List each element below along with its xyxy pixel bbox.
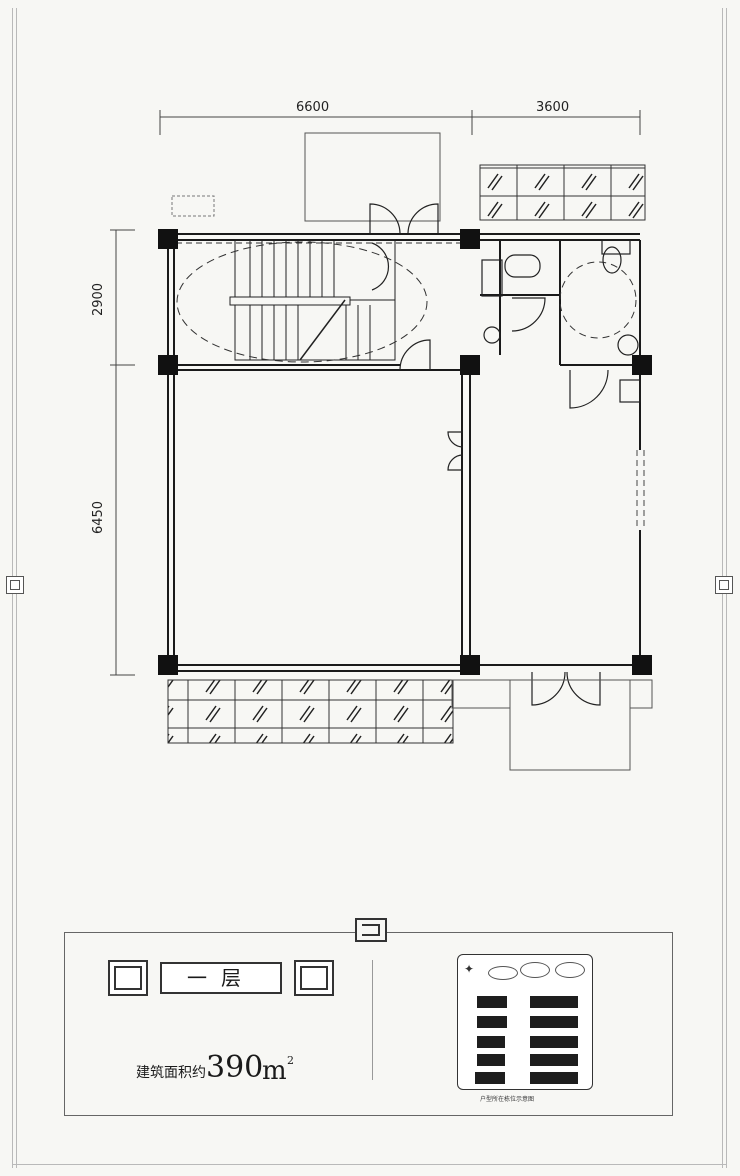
key-map-building <box>530 1072 578 1084</box>
key-map-building <box>530 1036 578 1048</box>
key-map-building <box>475 1072 505 1084</box>
floor-plan <box>110 110 653 771</box>
key-map-building <box>477 996 507 1008</box>
legend-divider <box>372 960 373 1080</box>
fret-ornament-icon <box>108 960 148 996</box>
stair-clearance-oval <box>176 241 428 363</box>
dimension-label-left-upper: 2900 <box>91 282 107 317</box>
key-map-caption: 户型所在栋位示意图 <box>480 1096 535 1103</box>
compass-star-icon: ✦ <box>464 962 475 976</box>
key-map-building <box>530 1016 578 1028</box>
key-map-blob <box>555 962 585 978</box>
dimension-label-top-right: 3600 <box>536 100 570 115</box>
dimension-label-top-left: 6600 <box>296 100 330 115</box>
area-value: 390 <box>206 1050 264 1085</box>
bathroom-fixtures <box>481 239 641 403</box>
frame-bottom <box>12 1164 727 1165</box>
structural-columns <box>158 229 652 675</box>
fret-badge-icon <box>355 918 387 942</box>
doors <box>369 203 609 706</box>
bathroom-clearance-circle <box>559 261 637 339</box>
key-map-building <box>530 996 578 1008</box>
top-left-vent <box>171 195 215 217</box>
top-entry-projection <box>304 132 441 222</box>
area-unit-superscript: 2 <box>287 1054 294 1067</box>
fret-ornament-icon <box>294 960 334 996</box>
key-map-building <box>477 1054 505 1066</box>
dimension-label-left-lower: 6450 <box>91 500 107 535</box>
key-map-blob <box>520 962 550 978</box>
bottom-glazing <box>167 679 454 744</box>
staircase <box>229 239 396 361</box>
top-glazing <box>479 164 646 221</box>
key-map-building <box>530 1054 578 1066</box>
floor-title: 一层 <box>160 962 282 994</box>
bottom-entry-projection <box>509 679 631 771</box>
floor-title-plaque: 一层 <box>108 958 334 998</box>
key-map-blob <box>488 966 518 980</box>
key-map-building <box>477 1036 505 1048</box>
key-map-building <box>477 1016 507 1028</box>
fret-ornament-icon <box>6 576 24 594</box>
fret-ornament-icon <box>715 576 733 594</box>
area-unit: m <box>262 1056 287 1086</box>
dimension-lines <box>110 110 641 676</box>
area-label: 建筑面积约 <box>136 1065 206 1081</box>
